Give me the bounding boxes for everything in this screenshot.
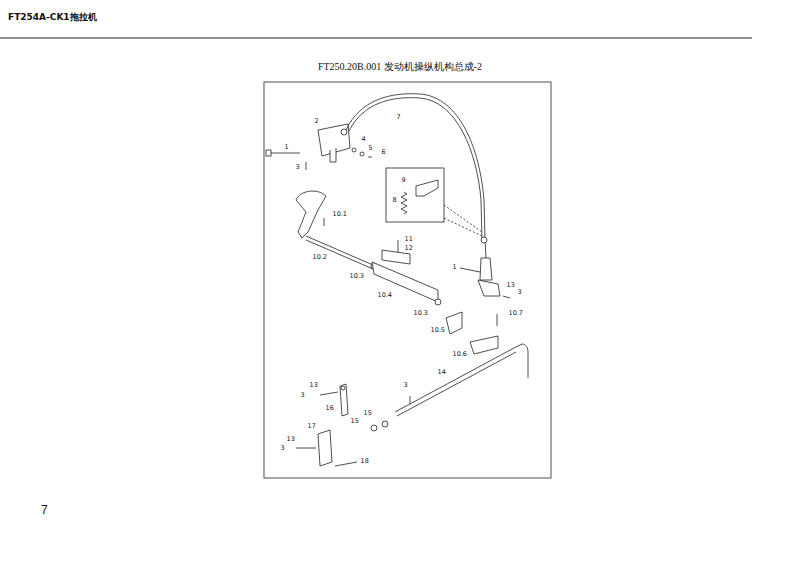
callout-number: 18 [360, 458, 369, 465]
callout-number: 10.3 [413, 310, 428, 317]
callout-number: 8 [392, 197, 397, 204]
callout-number: 10.4 [377, 292, 392, 299]
callout-number: 15 [350, 418, 359, 425]
callout-number: 1 [284, 144, 289, 151]
callout-number: 2 [314, 118, 319, 125]
callout-number: 4 [361, 136, 366, 143]
callout-number: 5 [368, 145, 373, 152]
callout-number: 14 [437, 369, 446, 376]
callout-number: 3 [517, 289, 522, 296]
callout-number: 3 [403, 382, 408, 389]
callout-number: 13 [309, 382, 318, 389]
line-art [0, 38, 752, 478]
callout-number: 13 [506, 282, 515, 289]
callout-number: 10.3 [349, 273, 364, 280]
diagram-title: FT250.20B.001 发动机操纵机构总成-2 [318, 62, 482, 72]
callout-number: 10.1 [332, 211, 347, 218]
callout-number: 10.6 [452, 351, 467, 358]
callout-number: 16 [325, 405, 334, 412]
callout-number: 3 [300, 392, 305, 399]
callout-number: 10.7 [508, 310, 523, 317]
callout-number: 3 [295, 164, 300, 171]
callout-number: 15 [363, 410, 372, 417]
callout-number: 10.5 [430, 327, 445, 334]
callout-number: 1 [452, 264, 457, 271]
page-number: 7 [41, 504, 48, 516]
callout-number: 3 [280, 445, 285, 452]
callout-number: 11 [404, 236, 413, 243]
callout-number: 7 [396, 114, 401, 121]
callout-number: 10.2 [312, 254, 327, 261]
callout-number: 9 [401, 177, 406, 184]
page-header: FT254A-CK1拖拉机 [8, 13, 97, 22]
callout-number: 13 [286, 436, 295, 443]
callout-number: 17 [307, 423, 316, 430]
callout-number: 6 [381, 149, 386, 156]
callout-number: 12 [404, 245, 413, 252]
